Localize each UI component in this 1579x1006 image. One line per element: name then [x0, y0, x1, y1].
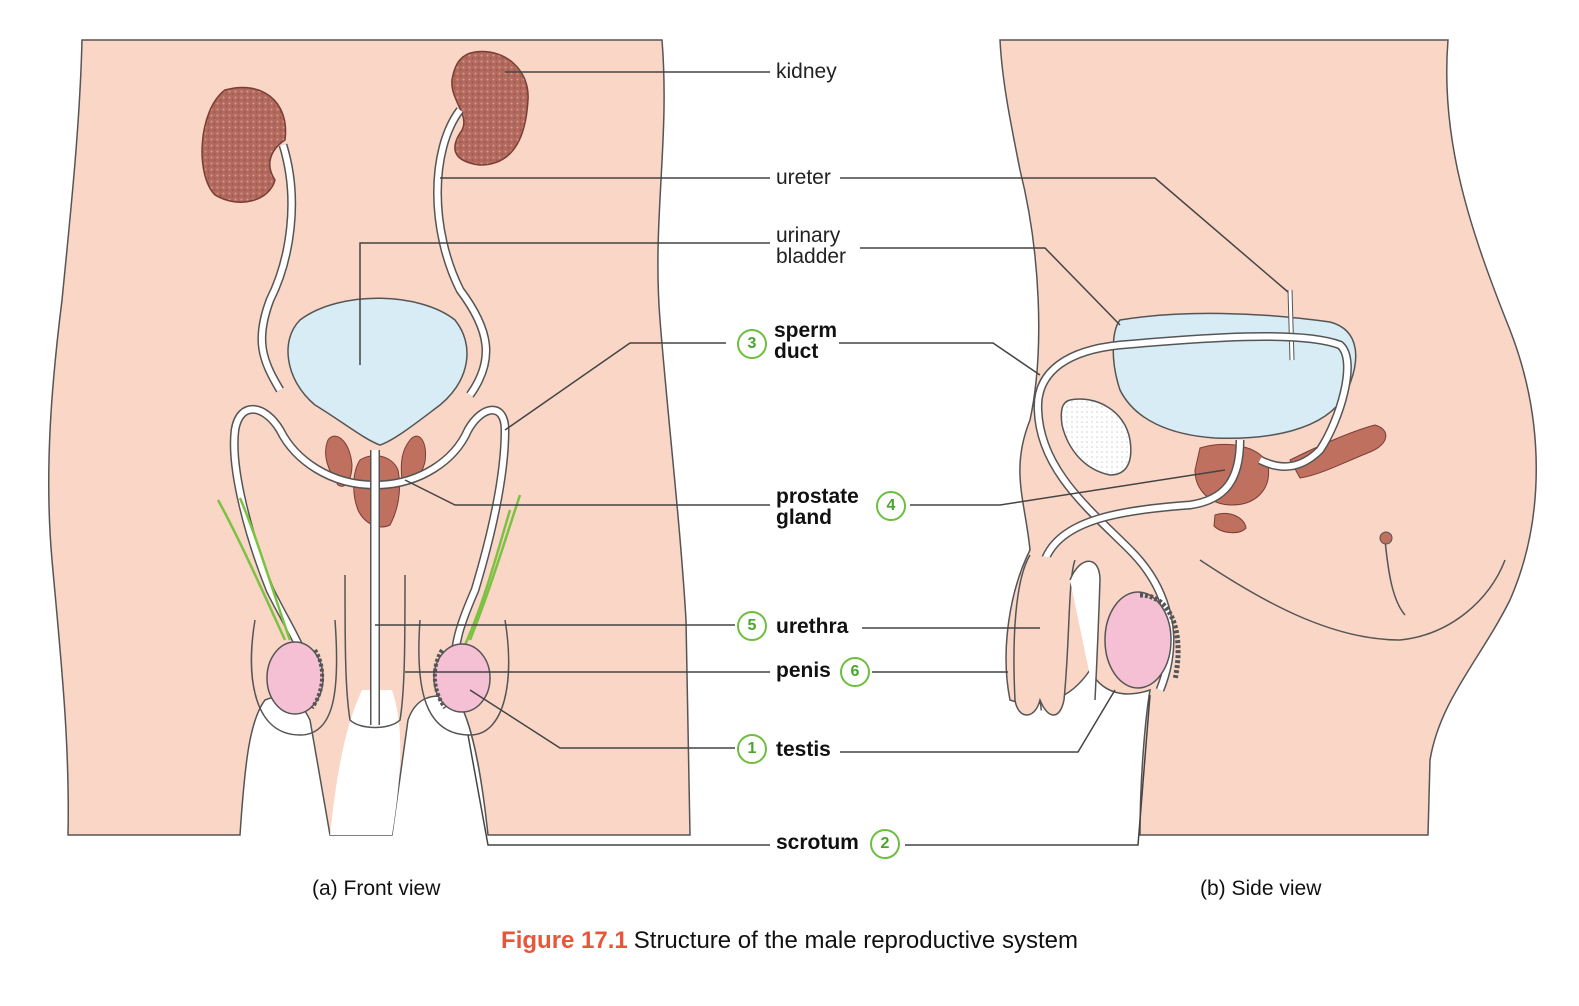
label-urinary-bladder-line1: urinary — [776, 224, 841, 247]
side-penis — [1013, 554, 1076, 716]
side-testis — [1104, 591, 1172, 689]
side-anus — [1384, 539, 1406, 616]
leader-testis-side — [840, 689, 1116, 753]
label-ureter: ureter — [774, 166, 833, 189]
label-urinary-bladder: urinary bladder — [774, 224, 849, 268]
front-view-figure — [47, 39, 691, 836]
badge-penis: 6 — [840, 657, 870, 687]
front-sperm-duct-left-inner — [231, 406, 376, 681]
leader-prostate-side — [910, 469, 1226, 506]
label-kidney: kidney — [774, 60, 839, 83]
side-epididymis — [1139, 592, 1181, 681]
side-ureter-inner — [1288, 289, 1294, 361]
front-vessel-right-2 — [463, 509, 512, 646]
badge-urethra: 5 — [737, 611, 767, 641]
badge-prostate: 4 — [876, 491, 906, 521]
front-ureter-right-inner — [434, 108, 489, 397]
badge-scrotum: 2 — [870, 829, 900, 859]
figure-title: Structure of the male reproductive syste… — [633, 927, 1078, 954]
label-prostate-gland: prostate gland — [774, 486, 861, 528]
caption-side-view: (b) Side view — [1200, 877, 1322, 900]
leader-sperm-side — [835, 342, 1041, 376]
leader-lines — [359, 71, 1289, 846]
label-prostate-line1: prostate — [776, 485, 859, 508]
front-testis-right — [433, 643, 491, 713]
leader-ureter-side — [840, 177, 1289, 293]
side-seminal-vesicle — [1289, 424, 1387, 479]
front-vessel-left — [216, 499, 287, 641]
leader-bladder-side — [860, 247, 1121, 326]
front-penis — [344, 574, 406, 729]
side-anus-tip — [1379, 531, 1393, 545]
front-epididymis-right — [432, 648, 447, 710]
side-sperm-duct-inner — [1034, 333, 1351, 692]
front-kidney-left — [201, 86, 287, 203]
leader-scrotum-side — [905, 694, 1151, 846]
label-sperm-duct-line1: sperm — [774, 319, 838, 342]
leader-scrotum-front — [467, 734, 770, 846]
front-bladder — [287, 297, 468, 446]
label-urethra: urethra — [774, 615, 851, 638]
side-penis-shaft — [1069, 560, 1101, 701]
side-buttock-crease — [1199, 559, 1506, 641]
front-vessel-left-2 — [238, 497, 292, 641]
front-epididymis-left — [310, 648, 325, 710]
label-penis: penis — [774, 659, 833, 682]
front-scrotum-left — [250, 619, 338, 736]
side-gland-lower — [1213, 513, 1247, 534]
front-leg-gap — [330, 690, 401, 835]
label-sperm-duct-line2: duct — [774, 340, 819, 363]
leader-sperm-front — [504, 342, 726, 431]
front-testis-left — [266, 641, 324, 715]
front-sperm-duct-right-inner — [374, 407, 509, 661]
front-ureter-left-inner — [258, 144, 295, 392]
side-view-figure — [999, 39, 1537, 836]
side-pubic-bone — [1060, 398, 1132, 476]
caption-front-view: (a) Front view — [312, 877, 441, 900]
figure-number: Figure 17.1 — [501, 927, 628, 954]
leader-bladder-front — [359, 242, 770, 365]
label-scrotum: scrotum — [774, 831, 861, 854]
label-prostate-line2: gland — [776, 506, 832, 529]
label-sperm-duct: sperm duct — [772, 319, 840, 363]
leader-testis-front — [469, 689, 735, 749]
badge-sperm-duct: 3 — [737, 329, 767, 359]
label-testis: testis — [774, 738, 833, 761]
label-urinary-bladder-line2: bladder — [776, 245, 847, 268]
leader-prostate-front — [404, 479, 770, 506]
front-vessel-right — [468, 494, 522, 641]
badge-testis: 1 — [737, 734, 767, 764]
front-kidney-right — [451, 50, 529, 166]
side-bladder — [1112, 312, 1357, 439]
